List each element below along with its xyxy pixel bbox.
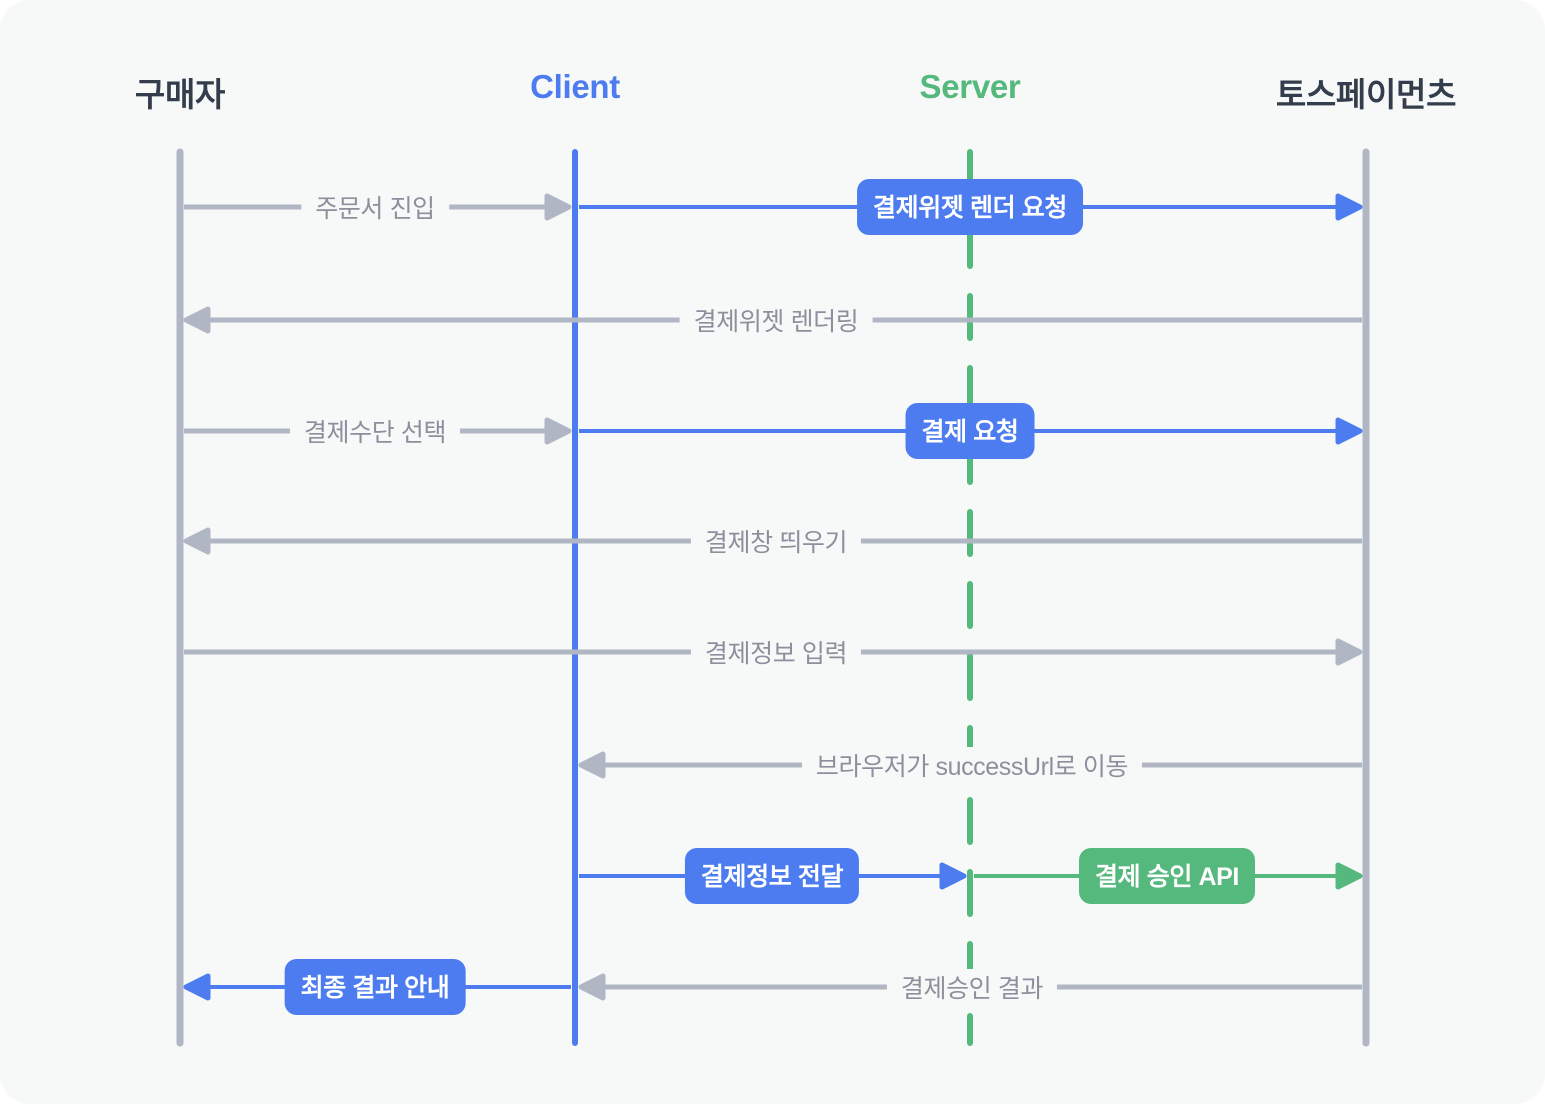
message-label-m8: 브라우저가 successUrl로 이동: [801, 747, 1143, 783]
message-label-m9: 결제정보 전달: [684, 848, 860, 904]
message-label-m2: 결제위젯 렌더 요청: [857, 179, 1083, 235]
arrow-head-icon: [183, 527, 211, 555]
message-label-m6: 결제창 띄우기: [690, 523, 862, 559]
arrow-head-icon: [183, 973, 211, 1001]
message-label-m1: 주문서 진입: [301, 189, 449, 225]
arrow-head-icon: [578, 973, 606, 1001]
arrow-head-icon: [544, 417, 572, 445]
arrow-head-icon: [1335, 638, 1363, 666]
arrow-head-icon: [1335, 862, 1363, 890]
message-label-m11: 최종 결과 안내: [284, 959, 466, 1015]
message-label-m5: 결제 요청: [905, 403, 1035, 459]
message-label-m3: 결제위젯 렌더링: [679, 302, 873, 338]
arrow-head-icon: [183, 306, 211, 334]
message-label-m4: 결제수단 선택: [289, 413, 461, 449]
arrow-head-icon: [1335, 193, 1363, 221]
message-label-m7: 결제정보 입력: [690, 634, 862, 670]
actor-label-server: Server: [919, 68, 1021, 105]
actor-label-client: Client: [530, 68, 620, 105]
actor-label-toss: 토스페이먼츠: [1275, 76, 1457, 113]
arrow-head-icon: [544, 193, 572, 221]
arrow-head-icon: [1335, 417, 1363, 445]
arrow-head-icon: [578, 751, 606, 779]
arrow-head-icon: [939, 862, 967, 890]
message-label-m10: 결제 승인 API: [1079, 848, 1255, 904]
message-label-m12: 결제승인 결과: [886, 969, 1058, 1005]
actor-label-buyer: 구매자: [134, 76, 226, 113]
